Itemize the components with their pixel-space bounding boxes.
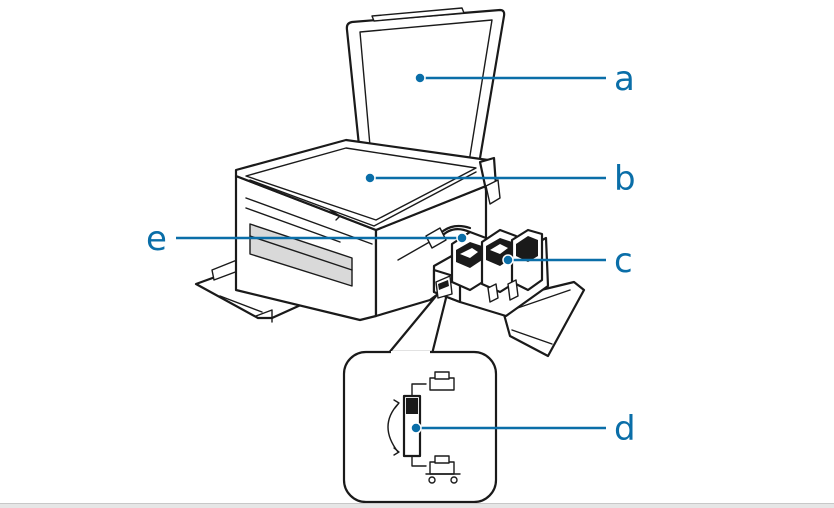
callout-e: e (146, 219, 468, 259)
callout-c: c (502, 241, 633, 281)
callout-a: a (414, 59, 635, 99)
printer-icon (429, 371, 455, 391)
callout-label-b: b (614, 159, 636, 199)
rotate-arrow-icon (387, 399, 400, 456)
ink-tank-unit (425, 224, 586, 358)
callout-label-e: e (146, 219, 167, 259)
bottom-bar (0, 503, 834, 508)
callout-b: b (364, 159, 636, 199)
lock-lever-zoom (342, 294, 498, 504)
callout-d: d (410, 409, 636, 449)
printer-cart-icon (425, 455, 461, 484)
printer-body (234, 138, 501, 322)
callout-label-a: a (614, 59, 635, 99)
callout-label-d: d (614, 409, 636, 449)
callout-label-c: c (614, 241, 633, 281)
